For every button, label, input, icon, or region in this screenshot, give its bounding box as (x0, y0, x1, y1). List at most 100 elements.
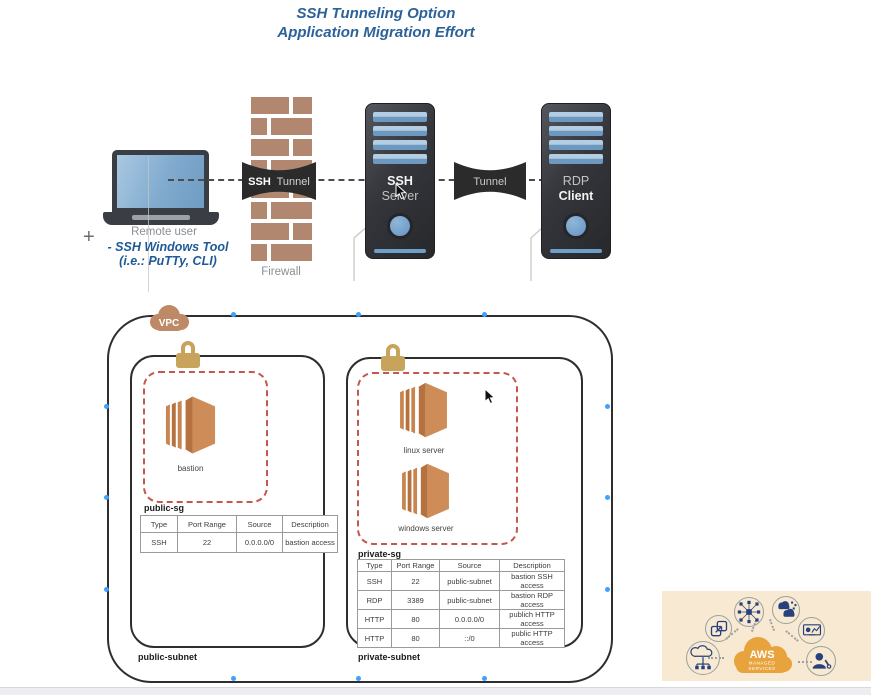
server-slat (373, 140, 427, 150)
ssh-tunnel-ribbon-bold: SSH (248, 176, 271, 188)
cell: publich HTTP access (499, 609, 565, 629)
title-line1: SSH Tunneling Option (296, 5, 456, 22)
network-hub-icon (734, 597, 764, 627)
vpc-cloud-icon[interactable]: VPC (146, 303, 192, 333)
cloud-network-icon (686, 641, 720, 675)
selection-handle[interactable] (104, 495, 109, 500)
laptop-screen[interactable] (112, 150, 209, 213)
ssh-connection-dashed-line[interactable] (168, 179, 545, 181)
admin-person-icon (806, 646, 836, 676)
rdp-client-label-line2: Client (558, 189, 594, 203)
col-header: Description (282, 515, 338, 533)
rdp-client-tower[interactable]: RDP Client (541, 103, 611, 259)
table-row: SSH 22 public-subnet bastion SSH access (357, 571, 565, 591)
ssh-tool-annotation: - SSH Windows Tool (i.e.: PuTTy, CLI) (88, 240, 248, 268)
selection-handle[interactable] (231, 676, 236, 681)
selection-handle[interactable] (231, 312, 236, 317)
remote-user-label: Remote user (131, 226, 197, 238)
server-slat (549, 154, 603, 164)
selection-handle[interactable] (482, 312, 487, 317)
public-sg-boundary[interactable] (143, 371, 268, 503)
selection-handle[interactable] (104, 404, 109, 409)
badge-services-text: SERVICES (748, 666, 775, 671)
cell: RDP (357, 590, 392, 610)
cell: 0.0.0.0/0 (236, 532, 283, 553)
migration-icon (705, 615, 732, 642)
col-header: Source (236, 515, 283, 533)
title-line2: Application Migration Effort (277, 24, 475, 41)
ssh-tool-annotation-line2: (i.e.: PuTTy, CLI) (119, 254, 217, 268)
badge-aws-text: AWS (749, 649, 774, 661)
selection-handle[interactable] (605, 587, 610, 592)
server-bottom-strip (550, 249, 602, 253)
selection-handle[interactable] (104, 587, 109, 592)
server-slat (373, 154, 427, 164)
cell: SSH (140, 532, 178, 553)
private-sg-boundary[interactable] (357, 372, 518, 545)
cell: ::/0 (439, 628, 500, 648)
plus-sign: + (83, 226, 95, 248)
table-row: RDP 3389 public-subnet bastion RDP acces… (357, 590, 565, 610)
selection-handle[interactable] (356, 312, 361, 317)
cell: 0.0.0.0/0 (439, 609, 500, 629)
power-button (563, 213, 589, 239)
cell: bastion SSH access (499, 571, 565, 591)
ec2-linux-server-icon[interactable] (396, 380, 451, 440)
table-row: SSH 22 0.0.0.0/0 bastion access (140, 532, 338, 553)
ec2-bastion-icon[interactable] (163, 392, 218, 458)
annotation-leader-line (148, 156, 149, 292)
aws-managed-services-badge: AWS MANAGED SERVICES (662, 591, 871, 681)
private-sg-title: private-sg (358, 549, 402, 559)
cell: public HTTP access (499, 628, 565, 648)
col-header: Port Range (391, 559, 440, 572)
server-slat (549, 126, 603, 136)
selection-handle[interactable] (605, 495, 610, 500)
cell: bastion access (282, 532, 338, 553)
ssh-tool-annotation-line1: - SSH Windows Tool (107, 240, 229, 254)
firewall-label: Firewall (261, 266, 301, 278)
monitoring-chart-icon (798, 617, 825, 644)
cursor-icon (395, 183, 407, 200)
cell: HTTP (357, 628, 392, 648)
laptop-base[interactable] (103, 212, 219, 225)
col-header: Source (439, 559, 500, 572)
linux-server-label: linux server (403, 446, 445, 455)
tunnel-ribbon[interactable]: Tunnel (452, 161, 528, 201)
power-button (387, 213, 413, 239)
table-row: HTTP 80 ::/0 public HTTP access (357, 628, 565, 648)
col-header: Port Range (177, 515, 237, 533)
cursor-icon (484, 388, 496, 405)
svg-text:SSH Tunnel: SSH Tunnel (248, 176, 310, 188)
selection-handle[interactable] (482, 676, 487, 681)
col-header: Type (357, 559, 392, 572)
selection-handle[interactable] (605, 404, 610, 409)
col-header: Type (140, 515, 178, 533)
cell: public-subnet (439, 590, 500, 610)
window-bottom-bar (0, 687, 871, 695)
page-title: SSH Tunneling Option Application Migrati… (216, 4, 536, 42)
ssh-tunnel-ribbon-rest: Tunnel (277, 176, 310, 188)
windows-server-label: windows server (398, 524, 454, 533)
rdp-client-label-line1: RDP (562, 174, 590, 188)
cell: 80 (391, 609, 440, 629)
server-bottom-strip (374, 249, 426, 253)
selection-handle[interactable] (356, 676, 361, 681)
ssh-tunnel-ribbon[interactable]: SSH Tunnel (240, 161, 318, 201)
ec2-windows-server-icon[interactable] (398, 461, 453, 521)
ssh-server-tower[interactable]: SSH Server (365, 103, 435, 259)
laptop-notch (132, 215, 190, 220)
aws-cloud-logo: AWS MANAGED SERVICES (734, 637, 792, 673)
vpc-label: VPC (159, 318, 180, 329)
private-sg-table[interactable]: Type Port Range Source Description SSH 2… (357, 559, 565, 648)
bastion-label: bastion (177, 464, 204, 473)
col-header: Description (499, 559, 565, 572)
cell: 22 (177, 532, 237, 553)
cell: 3389 (391, 590, 440, 610)
server-slat (373, 112, 427, 122)
public-subnet-lock-icon (176, 341, 200, 368)
cell: 80 (391, 628, 440, 648)
public-sg-table[interactable]: Type Port Range Source Description SSH 2… (140, 515, 338, 553)
server-slat (549, 112, 603, 122)
cell: bastion RDP access (499, 590, 565, 610)
